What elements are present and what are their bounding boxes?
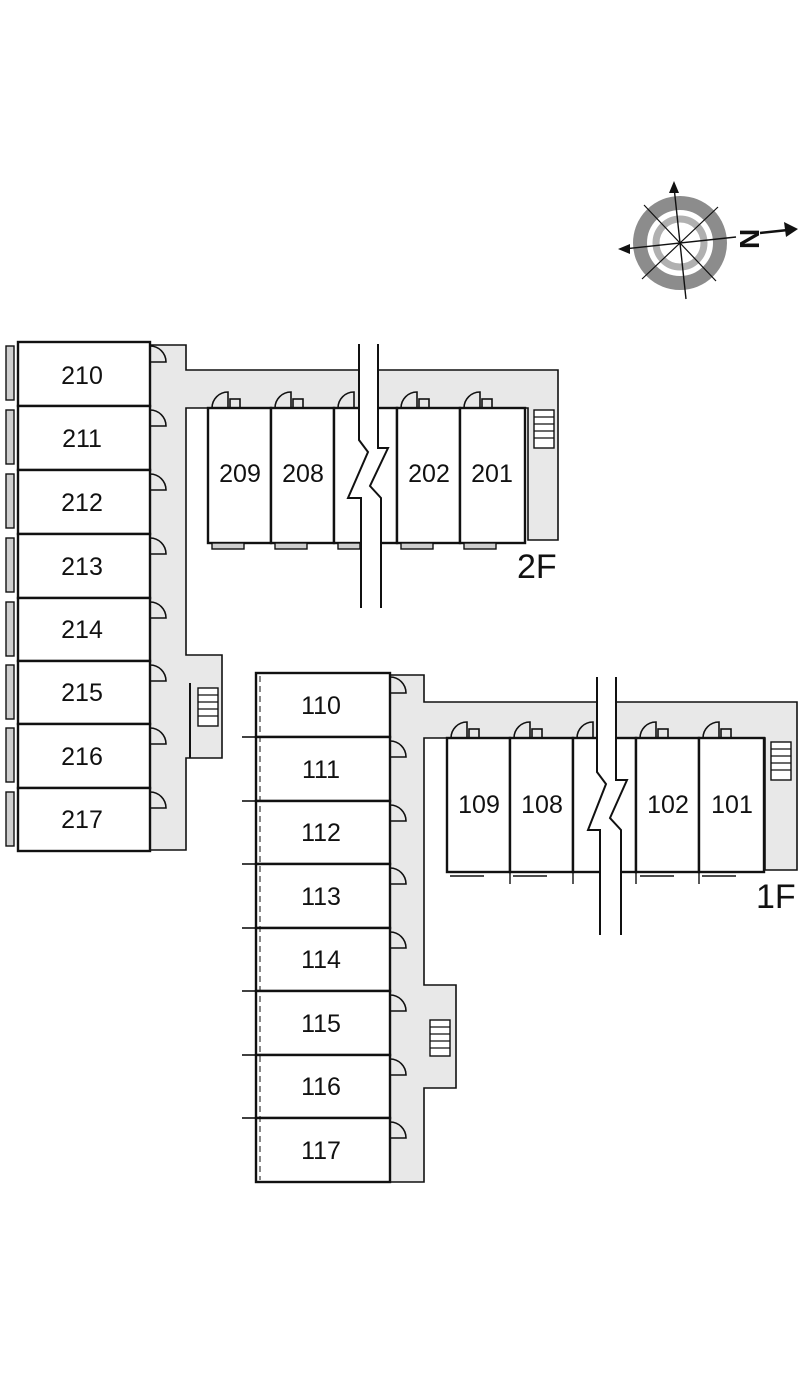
row-doors-2f	[211, 391, 493, 409]
unit-number: 115	[301, 1010, 341, 1038]
unit-115[interactable]: 115	[254, 989, 392, 1057]
wing-balconies-2f	[5, 345, 15, 847]
unit-216[interactable]: 216	[16, 722, 152, 790]
garden-partitions-1f	[242, 676, 261, 1180]
wing-units-1f: 110 111 112 113 114 115	[254, 671, 392, 1184]
unit-113[interactable]: 113	[254, 862, 392, 930]
floor-2f: 210 211 212 213 214 215	[5, 340, 559, 853]
north-indicator: N	[734, 222, 798, 249]
corridor-2f	[149, 344, 559, 851]
unit-116[interactable]: 116	[254, 1053, 392, 1120]
unit-108[interactable]: 108	[508, 736, 575, 874]
floor-label-1f: 1F	[756, 878, 796, 916]
unit-211[interactable]: 211	[16, 404, 152, 472]
unit-number: 201	[471, 460, 513, 488]
unit-number: 113	[301, 883, 341, 911]
stairs-2f-wing	[189, 683, 219, 758]
unit-number: 110	[301, 692, 341, 720]
unit-number: 209	[219, 460, 261, 488]
row-balconies-2f	[211, 542, 497, 550]
unit-number: 101	[711, 791, 753, 819]
unit-number: 102	[647, 791, 689, 819]
unit-208[interactable]: 208	[269, 406, 336, 545]
unit-number: 108	[521, 791, 563, 819]
break-mark-2f	[346, 342, 390, 608]
unit-214[interactable]: 214	[16, 596, 152, 663]
unit-117[interactable]: 117	[254, 1116, 392, 1184]
row-units-1f: 109 108 102 101	[445, 736, 766, 874]
unit-number: 216	[61, 743, 103, 771]
unit-number: 208	[282, 460, 324, 488]
unit-110[interactable]: 110	[254, 671, 392, 739]
stairs-2f-row	[533, 409, 555, 449]
unit-109[interactable]: 109	[445, 736, 512, 874]
unit-number: 214	[61, 616, 103, 644]
stairs-1f-row	[770, 741, 792, 781]
floor-label-2f: 2F	[517, 548, 557, 586]
north-letter: N	[734, 229, 765, 249]
wing-units-2f: 210 211 212 213 214 215	[16, 340, 152, 853]
unit-212[interactable]: 212	[16, 468, 152, 536]
unit-number: 217	[61, 806, 103, 834]
unit-209[interactable]: 209	[206, 406, 273, 545]
unit-number: 109	[458, 791, 500, 819]
unit-number: 202	[408, 460, 450, 488]
unit-217[interactable]: 217	[16, 786, 152, 853]
unit-102[interactable]: 102	[634, 736, 701, 874]
unit-number: 212	[61, 489, 103, 517]
unit-114[interactable]: 114	[254, 926, 392, 993]
wing-doors-2f	[149, 345, 167, 809]
corridor-1f	[389, 674, 798, 1183]
unit-number: 111	[302, 756, 340, 784]
row-doors-1f	[450, 721, 732, 739]
wing-doors-1f	[389, 676, 407, 1139]
unit-101[interactable]: 101	[697, 736, 766, 874]
compass-rose-icon	[618, 181, 737, 300]
unit-number: 211	[62, 425, 102, 453]
unit-number: 213	[61, 553, 103, 581]
unit-number: 210	[61, 362, 103, 390]
unit-number: 116	[301, 1073, 341, 1101]
unit-112[interactable]: 112	[254, 799, 392, 866]
unit-number: 114	[301, 946, 341, 974]
break-mark-1f	[586, 675, 629, 935]
unit-number: 112	[301, 819, 341, 847]
unit-111[interactable]: 111	[254, 735, 392, 803]
unit-201[interactable]: 201	[458, 406, 527, 545]
row-garden-partitions-1f	[450, 872, 736, 884]
unit-210[interactable]: 210	[16, 340, 152, 408]
stairs-1f-wing	[429, 1019, 451, 1057]
unit-213[interactable]: 213	[16, 532, 152, 600]
unit-202[interactable]: 202	[395, 406, 462, 545]
floor-1f: 110 111 112 113 114 115	[242, 671, 798, 1184]
unit-number: 117	[301, 1137, 341, 1165]
unit-number: 215	[61, 679, 103, 707]
unit-215[interactable]: 215	[16, 659, 152, 726]
